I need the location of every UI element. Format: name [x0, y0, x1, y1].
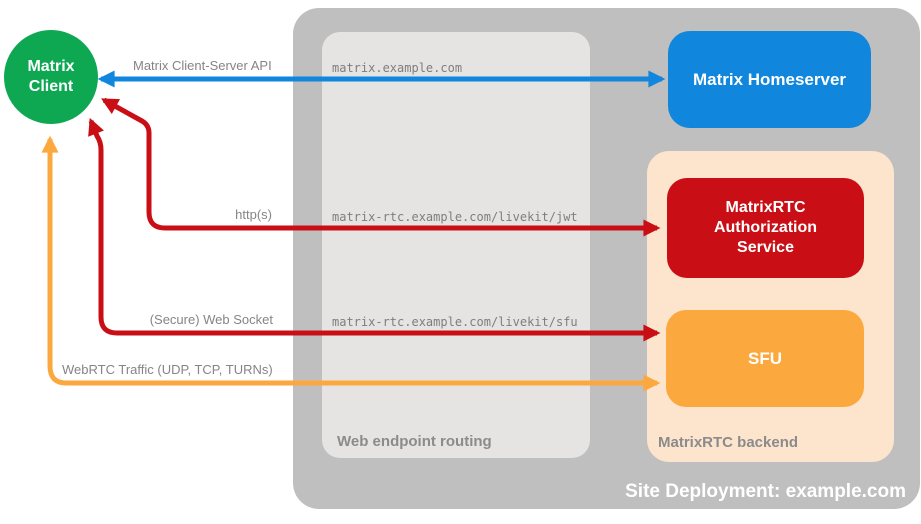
sfu-node: SFU	[666, 310, 864, 407]
matrix-client-node: Matrix Client	[4, 30, 98, 124]
client-server-api-label: Matrix Client-Server API	[133, 58, 272, 73]
livekit-jwt-url-label: matrix-rtc.example.com/livekit/jwt	[332, 210, 578, 224]
http-label: http(s)	[235, 207, 272, 222]
webrtc-traffic-label: WebRTC Traffic (UDP, TCP, TURNs)	[62, 362, 273, 377]
matrix-example-url-label: matrix.example.com	[332, 61, 463, 75]
matrixrtc-backend-caption: MatrixRTC backend	[658, 434, 799, 451]
matrixrtc-authorization-service-node: MatrixRTC Authorization Service	[667, 178, 864, 278]
matrix-homeserver-node: Matrix Homeserver	[668, 31, 871, 128]
web-endpoint-routing-container	[322, 32, 590, 458]
websocket-label: (Secure) Web Socket	[149, 312, 273, 327]
site-deployment-caption: Site Deployment: example.com	[625, 481, 906, 502]
web-endpoint-routing-caption: Web endpoint routing	[337, 433, 492, 450]
livekit-sfu-url-label: matrix-rtc.example.com/livekit/sfu	[332, 315, 578, 329]
